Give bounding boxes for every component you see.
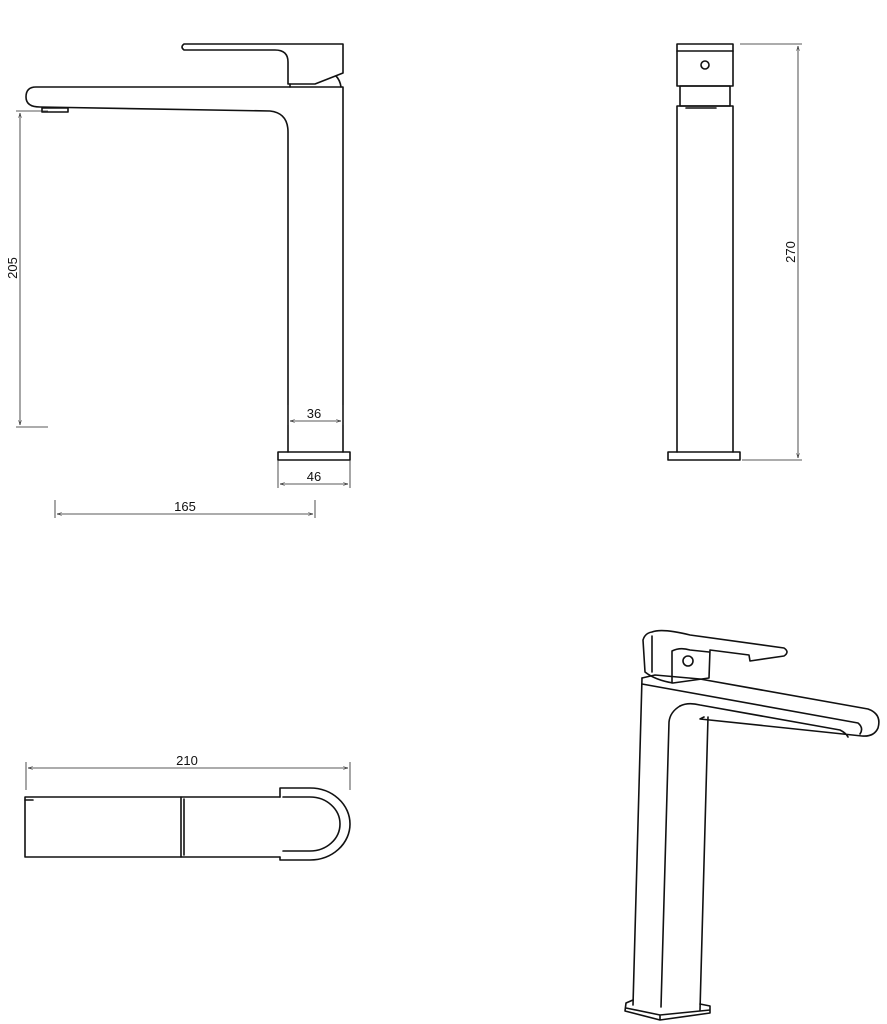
iso-base (624, 999, 711, 1021)
isometric-view (624, 629, 880, 1021)
dimension-label-205: 205 (5, 257, 20, 279)
iso-indicator (682, 655, 694, 667)
side-view (667, 43, 741, 461)
handle-joint (289, 75, 342, 88)
spout-top (24, 796, 281, 858)
dimension-label-270: 270 (783, 241, 798, 263)
base (667, 451, 741, 461)
dimension-label-165: 165 (174, 499, 196, 514)
top-view (24, 787, 351, 861)
iso-spout (641, 674, 880, 738)
indicator-dot (700, 60, 710, 70)
dimension-label-36: 36 (307, 406, 321, 421)
dimension-46: 46 (277, 460, 351, 488)
handle-top (279, 787, 351, 861)
spout-body-outline (25, 86, 344, 453)
front-view (25, 43, 351, 461)
base (277, 451, 351, 461)
dimension-205: 205 (5, 110, 48, 428)
dimension-36: 36 (287, 405, 344, 425)
dimension-label-210: 210 (176, 753, 198, 768)
dimension-270: 270 (740, 43, 802, 461)
aerator (41, 107, 69, 113)
dimension-210: 210 (25, 753, 351, 790)
dimension-165: 165 (54, 499, 316, 518)
dimension-label-46: 46 (307, 469, 321, 484)
iso-handle (642, 629, 788, 684)
iso-body (632, 677, 709, 1011)
body (676, 105, 734, 453)
handle-outline (181, 43, 344, 85)
